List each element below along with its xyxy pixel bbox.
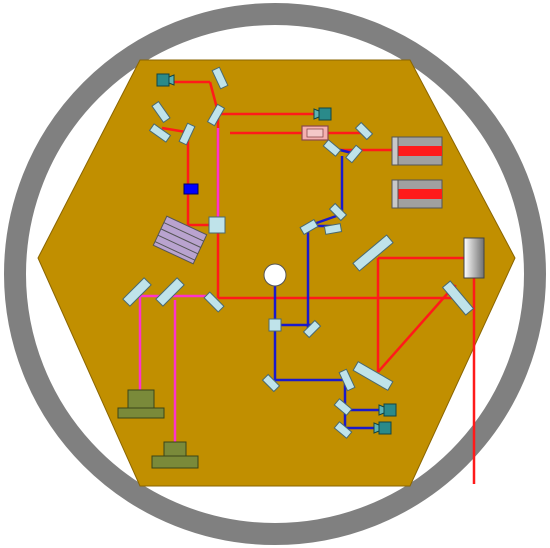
mirror [178, 122, 196, 146]
mirror [122, 277, 152, 307]
magenta-beam-paths [138, 128, 220, 450]
laser-source-lower [391, 179, 443, 209]
mirror [155, 277, 185, 307]
mirror [203, 291, 225, 313]
mirror [261, 373, 281, 393]
mirror [333, 398, 353, 416]
mirror [345, 144, 363, 164]
diffraction-grating [152, 215, 208, 265]
central-viewport [263, 263, 287, 287]
detectors [156, 73, 397, 435]
detector-top-left [156, 73, 175, 87]
mirrors [122, 66, 475, 439]
beam-splitter-cube [208, 216, 226, 234]
camera-left [117, 389, 165, 419]
mirror [323, 223, 343, 235]
detector-bottom-lower [373, 421, 392, 435]
mirror [299, 218, 319, 236]
mirror [211, 66, 229, 90]
mirror [206, 103, 226, 127]
detector-bottom-upper [378, 403, 397, 417]
detector-top-right [313, 107, 332, 121]
mirror [352, 360, 394, 392]
modulator-inner [306, 128, 324, 138]
vacuum-chamber-ring [4, 3, 546, 545]
mirror [338, 368, 356, 392]
laser-source-upper [391, 136, 443, 166]
mirror [328, 202, 348, 222]
camera-bottom [151, 441, 199, 469]
mirror [333, 421, 353, 439]
mirror [354, 121, 374, 141]
eom-block [183, 183, 199, 195]
mirror [302, 319, 322, 339]
mirror [151, 100, 171, 124]
mirror [352, 234, 394, 272]
mirror [148, 123, 172, 143]
beam-splitter-cube [268, 318, 282, 332]
mirror [322, 139, 342, 157]
mirror [441, 280, 475, 316]
fiber-collimator [463, 237, 485, 279]
